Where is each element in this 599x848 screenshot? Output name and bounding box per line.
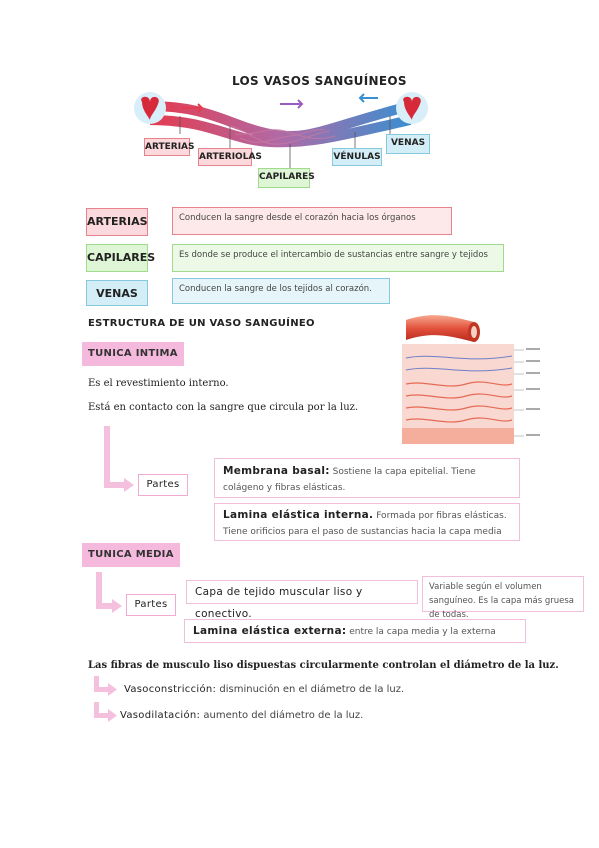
musculo-arrow-1-vertical [94, 676, 99, 692]
media-branch-arrow-head-icon [112, 599, 122, 613]
intima-item-1-title: Membrana basal: [223, 465, 330, 477]
legend-key-capilares: CAPILARES [86, 244, 155, 272]
section-heading-tunica-intima: TUNICA INTIMA [82, 342, 184, 366]
vasodilatacion-text: aumento del diámetro de la luz. [203, 710, 364, 721]
diagram-label-arterias: ARTERIAS [144, 138, 195, 156]
intima-item-lamina-interna: Lamina elástica interna. Formada por fib… [214, 503, 520, 541]
heart-right-icon [396, 92, 428, 124]
legend-desc-capilares: Es donde se produce el intercambio de su… [172, 244, 504, 272]
vasoconstriccion-item: Vasoconstricción: disminución en el diám… [124, 684, 404, 695]
media-item-capa-muscular: Capa de tejido muscular liso y conectivo… [186, 580, 418, 620]
section-heading-tunica-media: TUNICA MEDIA [82, 543, 180, 567]
vasoconstriccion-title: Vasoconstricción: [124, 684, 217, 695]
branch-arrow-horizontal [104, 482, 126, 488]
vasodilatacion-title: Vasodilatación: [120, 710, 201, 721]
vasoconstriccion-text: disminución en el diámetro de la luz. [219, 684, 405, 695]
intima-item-2-title: Lamina elástica interna. [223, 509, 374, 521]
diagram-label-arteriolas: ARTERIOLAS [198, 148, 262, 166]
legend-key-venas: VENAS [86, 280, 148, 306]
vessel-wall-illustration [402, 315, 540, 444]
vasodilatacion-item: Vasodilatación: aumento del diámetro de … [120, 710, 363, 721]
partes-label-media: Partes [126, 594, 176, 616]
branch-arrow-vertical [104, 426, 110, 488]
media-item-2-text: entre la capa media y la externa [349, 627, 496, 637]
intima-item-1-text: Sostiene la capa epitelial. Tiene coláge… [223, 467, 476, 493]
intima-item-membrana-basal: Membrana basal: Sostiene la capa epiteli… [214, 458, 520, 498]
musculo-liso-line: Las fibras de musculo liso dispuestas ci… [88, 660, 559, 671]
musculo-arrow-2-horizontal [94, 713, 110, 718]
media-branch-arrow-vertical [96, 572, 102, 608]
media-item-lamina-externa: Lamina elástica externa: entre la capa m… [184, 619, 526, 643]
branch-arrow-head-icon [124, 478, 134, 492]
legend-desc-venas: Conducen la sangre de los tejidos al cor… [172, 278, 390, 304]
partes-label-intima: Partes [138, 474, 188, 496]
intima-item-2-text: Formada por fibras elásticas. Tiene orif… [223, 511, 507, 537]
media-item-note: Variable según el volumen sanguíneo. Es … [422, 576, 584, 620]
tunica-intima-line-1: Es el revestimiento interno. [88, 378, 229, 389]
diagram-label-capilares: CAPILARES [258, 168, 315, 188]
musculo-arrow-1-head-icon [108, 683, 117, 696]
musculo-arrow-1-horizontal [94, 687, 110, 692]
media-branch-arrow-horizontal [96, 603, 114, 609]
page-title: LOS VASOS SANGUÍNEOS [232, 74, 407, 88]
diagram-label-venas: VENAS [386, 134, 430, 154]
musculo-arrow-2-vertical [94, 702, 99, 718]
section-heading-estructura: ESTRUCTURA DE UN VASO SANGUÍNEO [88, 318, 315, 329]
diagram-label-venulas: VÉNULAS [332, 148, 382, 166]
tunica-intima-line-2: Está en contacto con la sangre que circu… [88, 402, 359, 413]
legend-desc-arterias: Conducen la sangre desde el corazón haci… [172, 207, 452, 235]
blood-vessel-diagram [134, 92, 428, 168]
musculo-arrow-2-head-icon [108, 709, 117, 722]
legend-key-arterias: ARTERIAS [86, 208, 148, 236]
media-item-2-title: Lamina elástica externa: [193, 625, 347, 637]
heart-left-icon [134, 92, 166, 124]
